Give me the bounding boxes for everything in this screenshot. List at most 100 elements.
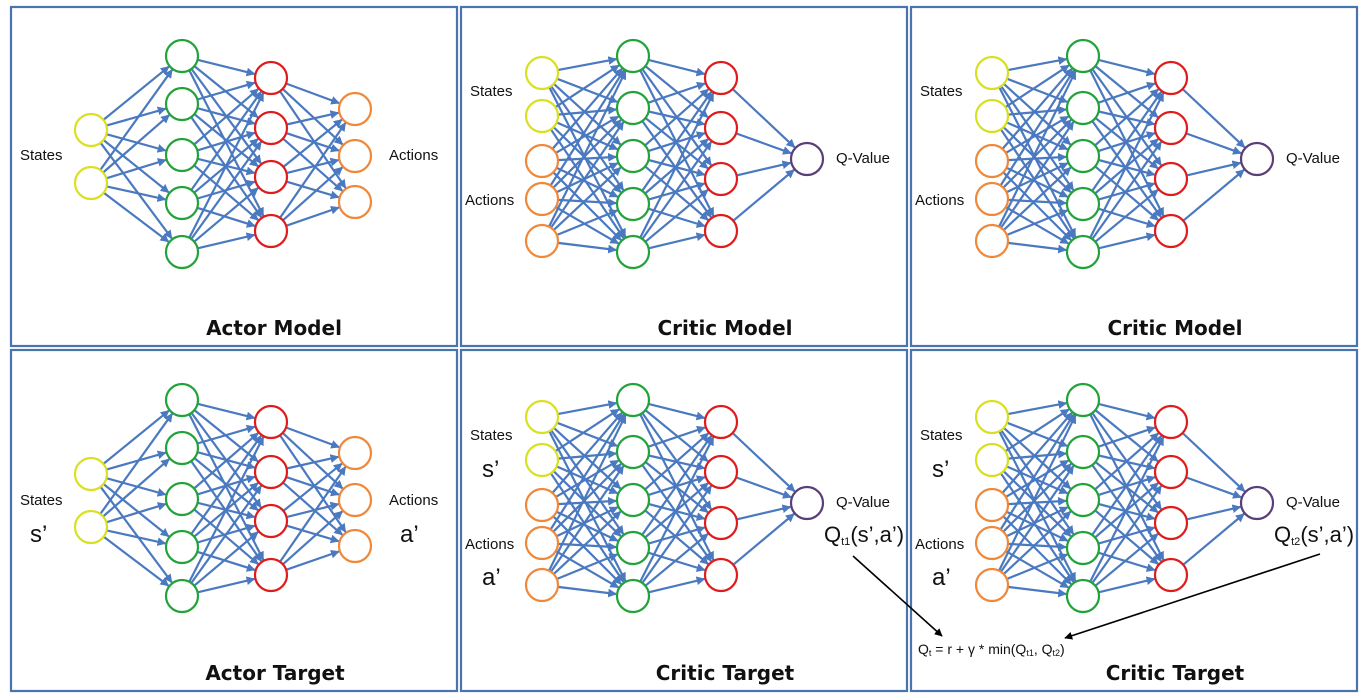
hidden-layer-1-node	[164, 578, 200, 614]
action-input-node	[974, 223, 1010, 259]
connection-arrow	[552, 119, 622, 189]
connection-arrow	[552, 470, 622, 537]
action-node	[337, 184, 373, 220]
connection-arrow	[548, 414, 627, 572]
connection-arrow	[282, 481, 343, 536]
connection-arrow	[285, 82, 340, 105]
action-input-node	[524, 181, 560, 217]
connection-arrow	[1094, 88, 1160, 147]
connection-arrow	[1091, 435, 1163, 536]
hidden-layer-1-node	[615, 382, 651, 418]
connection-arrow	[1094, 65, 1159, 119]
hidden-layer-2-node	[703, 110, 739, 146]
connection-arrow	[551, 412, 623, 494]
connection-arrow	[1005, 115, 1070, 154]
connection-arrow	[1098, 576, 1156, 594]
connection-arrow	[285, 205, 340, 227]
connection-arrow	[732, 169, 795, 222]
connection-arrow	[102, 65, 170, 121]
connection-arrow	[1005, 206, 1070, 245]
connection-arrow	[197, 424, 256, 445]
network-actor-model	[73, 38, 373, 270]
connection-arrow	[106, 477, 167, 497]
connection-arrow	[105, 158, 167, 180]
actions-label: Actions	[465, 192, 514, 209]
connection-arrow	[1006, 510, 1069, 542]
actions-variable: a’	[400, 521, 419, 548]
connection-arrow	[281, 88, 344, 146]
q-value-node	[1239, 485, 1275, 521]
connection-arrow	[1005, 459, 1070, 498]
connection-arrow	[735, 476, 792, 499]
connection-arrow	[557, 198, 617, 208]
connection-arrow	[193, 508, 259, 565]
hidden-layer-1-node	[615, 434, 651, 470]
connection-arrow	[279, 466, 347, 563]
state-input-node	[974, 55, 1010, 91]
connection-arrow	[648, 576, 706, 594]
connection-arrow	[1094, 189, 1159, 243]
connection-arrow	[556, 553, 619, 581]
connection-arrow	[285, 180, 340, 200]
hidden-layer-2-node	[253, 213, 289, 249]
connection-arrow	[999, 69, 1075, 187]
actions-label: Actions	[389, 147, 438, 164]
connection-arrow	[1098, 232, 1156, 250]
connection-arrow	[644, 165, 709, 221]
hidden-layer-2-node	[253, 159, 289, 195]
connection-arrow	[557, 542, 617, 552]
connection-arrow	[197, 402, 256, 421]
connection-arrow	[1002, 510, 1072, 575]
connection-arrow	[1094, 533, 1159, 587]
hidden-layer-1-node	[1065, 38, 1101, 74]
connection-arrow	[105, 502, 167, 524]
connection-arrow	[193, 164, 259, 221]
connection-arrow	[286, 157, 340, 175]
hidden-layer-1-node	[615, 186, 651, 222]
connection-arrow	[1098, 402, 1156, 421]
connection-arrow	[106, 133, 167, 153]
hidden-layer-2-node	[703, 404, 739, 440]
connection-arrow	[281, 432, 344, 490]
q-target-2-expression: Qt2(s’,a’)	[1274, 522, 1354, 548]
connection-arrow	[285, 524, 340, 544]
connection-arrow	[106, 106, 167, 127]
connection-arrow	[648, 58, 706, 77]
connection-arrow	[190, 141, 262, 240]
connection-arrow	[286, 454, 340, 470]
connection-arrow	[731, 432, 796, 493]
hidden-layer-1-node	[615, 90, 651, 126]
connection-arrow	[1006, 166, 1069, 198]
connection-arrow	[1185, 132, 1242, 155]
connection-arrow	[556, 162, 619, 194]
hidden-layer-2-node	[1153, 454, 1189, 490]
hidden-layer-2-node	[1153, 60, 1189, 96]
network-critic-target-1	[524, 382, 825, 614]
connection-arrow	[1006, 162, 1069, 194]
connection-arrow	[102, 409, 170, 465]
q-value-label: Q-Value	[836, 494, 890, 511]
panel-title: Actor Target	[205, 661, 345, 685]
pointer-arrow-q-t2	[1064, 553, 1321, 640]
connection-arrow	[1007, 542, 1067, 552]
state-node	[73, 165, 109, 201]
connection-arrow	[552, 126, 622, 193]
connection-arrow	[999, 413, 1075, 531]
panel-critic-target-1	[459, 348, 909, 693]
connection-arrow	[550, 121, 625, 229]
connection-arrow	[735, 132, 792, 155]
connection-arrow	[1000, 121, 1075, 229]
connection-arrow	[1089, 92, 1165, 239]
action-node	[337, 91, 373, 127]
connection-arrow	[1186, 504, 1242, 521]
actions-label: Actions	[915, 192, 964, 209]
connection-arrow	[99, 69, 173, 171]
connection-arrow	[1005, 550, 1070, 589]
connection-arrow	[190, 91, 262, 191]
connection-arrow	[285, 132, 340, 153]
states-label: States	[470, 427, 513, 444]
hidden-layer-1-node	[1065, 578, 1101, 614]
connection-arrow	[106, 529, 167, 546]
panel-title: Actor Model	[206, 316, 342, 340]
